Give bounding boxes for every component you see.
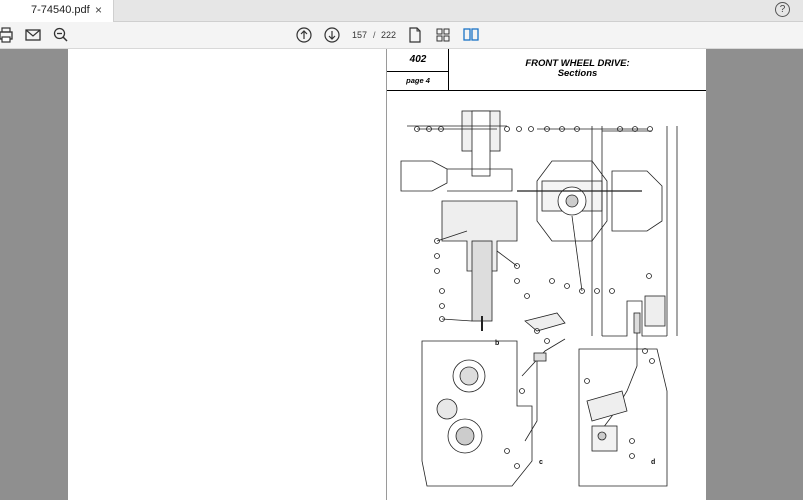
doc-page-number: 402 (409, 54, 427, 65)
figure-label-d: d (651, 459, 655, 466)
doc-title-line1: FRONT WHEEL DRIVE: (525, 58, 630, 69)
figure-label-b: b (495, 340, 499, 347)
divider-line (387, 71, 449, 72)
tab-title: 7-74540.pdf (31, 4, 90, 16)
previous-page-icon[interactable] (294, 25, 314, 45)
left-gutter (0, 49, 68, 500)
tab-bar: 7-74540.pdf × ? (0, 0, 803, 22)
print-icon[interactable] (0, 25, 16, 45)
total-pages: 222 (381, 30, 397, 40)
close-tab-icon[interactable]: × (95, 3, 103, 17)
next-page-icon[interactable] (322, 25, 342, 45)
single-page-icon[interactable] (405, 25, 425, 45)
technical-drawing: b c d (400, 110, 678, 487)
right-gutter (706, 49, 803, 500)
two-page-view-icon[interactable] (461, 25, 481, 45)
section-drawing-c (421, 312, 566, 487)
page-separator: / (373, 30, 376, 40)
email-icon[interactable] (23, 25, 43, 45)
zoom-out-icon[interactable] (51, 25, 71, 45)
doc-title: FRONT WHEEL DRIVE: Sections (449, 59, 706, 79)
page-number-input[interactable]: 157 (352, 30, 368, 40)
page-header: 402 page 4 FRONT WHEEL DRIVE: Sections (387, 49, 706, 91)
document-tab[interactable]: 7-74540.pdf × (0, 0, 114, 22)
section-drawing-b (400, 110, 678, 337)
figure-label-c: c (539, 459, 543, 466)
doc-title-line2: Sections (557, 68, 598, 79)
toolbar: 157 / 222 (0, 22, 803, 49)
page-number-box: 402 page 4 (387, 49, 449, 91)
doc-page-label: page 4 (406, 76, 430, 85)
fit-page-icon[interactable] (433, 25, 453, 45)
document-page: 402 page 4 FRONT WHEEL DRIVE: Sections (387, 49, 706, 500)
section-drawing-d (578, 312, 668, 487)
help-icon[interactable]: ? (775, 2, 790, 17)
page-divider (386, 49, 387, 500)
blank-left-page (68, 49, 386, 500)
